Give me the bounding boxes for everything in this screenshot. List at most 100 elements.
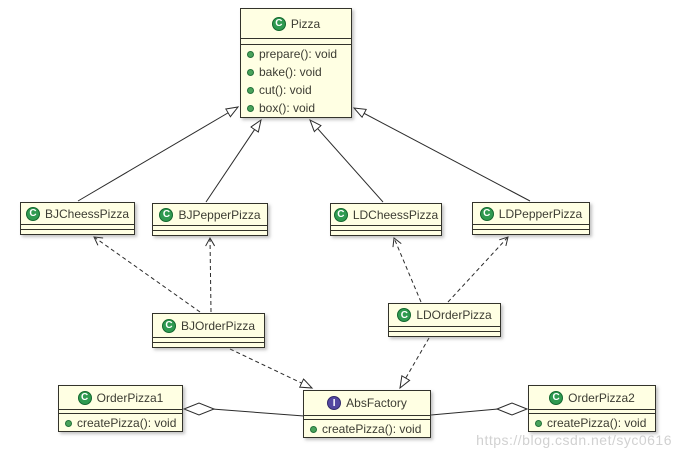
- method-item: box(): void: [241, 99, 351, 117]
- class-name: OrderPizza1: [96, 390, 164, 405]
- class-icon: C: [549, 390, 564, 405]
- class-box-ldorderpizza: C LDOrderPizza: [388, 303, 501, 337]
- compartment-divider: [241, 38, 351, 39]
- dependency-ldorderpizza-ldcheesspizza: [392, 237, 422, 303]
- attributes-compartment-empty: [153, 338, 264, 342]
- methods-compartment-empty: [21, 230, 134, 234]
- class-box-orderpizza2: C OrderPizza2 createPizza(): void: [528, 385, 656, 432]
- method-item: createPizza(): void: [59, 414, 182, 432]
- compartment-divider: [389, 331, 500, 332]
- attributes-compartment-empty: [473, 225, 589, 229]
- class-icon: C: [159, 207, 174, 222]
- class-title-ldorderpizza: C LDOrderPizza: [389, 304, 500, 326]
- attributes-compartment-empty: [241, 39, 351, 44]
- class-name: LDCheessPizza: [352, 207, 439, 222]
- dependency-ldorderpizza-ldpepperpizza: [447, 236, 509, 303]
- realization-ldorderpizza-absfactory: [400, 337, 430, 388]
- methods-compartment-empty: [331, 231, 441, 235]
- attributes-compartment-empty: [59, 410, 182, 413]
- compartment-divider: [529, 413, 655, 414]
- dependency-bjorderpizza-bjcheesspizza: [93, 236, 201, 313]
- attributes-compartment-empty: [153, 226, 267, 230]
- class-icon: C: [479, 206, 494, 221]
- method-item: createPizza(): void: [304, 420, 430, 438]
- class-icon: C: [333, 207, 348, 222]
- method-item: createPizza(): void: [529, 414, 655, 432]
- interface-icon: I: [327, 396, 342, 410]
- public-method-icon: [247, 104, 254, 112]
- class-title-ldpepperpizza: C LDPepperPizza: [473, 203, 589, 224]
- class-icon: C: [271, 16, 286, 31]
- class-box-pizza: C Pizza prepare(): void bake(): void cut…: [240, 8, 352, 118]
- compartment-divider: [21, 229, 134, 230]
- class-box-orderpizza1: C OrderPizza1 createPizza(): void: [58, 385, 183, 432]
- method-label: createPizza(): void: [322, 422, 422, 436]
- compartment-divider: [304, 415, 430, 416]
- method-label: createPizza(): void: [547, 416, 647, 430]
- methods-compartment-empty: [153, 343, 264, 347]
- class-title-ldcheesspizza: C LDCheessPizza: [331, 204, 441, 225]
- attributes-compartment-empty: [529, 410, 655, 413]
- compartment-divider: [59, 413, 182, 414]
- aggregation-diamond-orderpizza2: [495, 402, 529, 416]
- class-name: LDPepperPizza: [498, 206, 583, 221]
- interface-box-absfactory: I AbsFactory createPizza(): void: [303, 390, 431, 438]
- generalization-bjpepperpizza-pizza: [205, 120, 261, 203]
- method-label: prepare(): void: [259, 47, 338, 61]
- compartment-divider: [529, 409, 655, 410]
- aggregation-diamond-orderpizza1: [182, 402, 216, 416]
- csdn-watermark: https://blog.csdn.net/syc0616: [476, 432, 672, 448]
- class-name: BJCheessPizza: [44, 206, 130, 221]
- class-title-orderpizza1: C OrderPizza1: [59, 386, 182, 409]
- methods-compartment-empty: [153, 231, 267, 235]
- generalization-ldcheesspizza-pizza: [310, 120, 384, 203]
- aggregation-orderpizza1-absfactory: [211, 408, 305, 417]
- class-name: BJPepperPizza: [178, 207, 261, 222]
- realization-bjorderpizza-absfactory: [229, 348, 312, 388]
- public-method-icon: [247, 50, 254, 58]
- class-box-ldpepperpizza: C LDPepperPizza: [472, 202, 590, 235]
- public-method-icon: [247, 68, 254, 76]
- attributes-compartment-empty: [304, 416, 430, 419]
- attributes-compartment-empty: [331, 226, 441, 230]
- class-box-bjcheesspizza: C BJCheessPizza: [20, 202, 135, 235]
- compartment-divider: [59, 409, 182, 410]
- class-title-orderpizza2: C OrderPizza2: [529, 386, 655, 409]
- class-title-pizza: C Pizza: [241, 9, 351, 38]
- aggregation-orderpizza2-absfactory: [430, 408, 499, 416]
- class-title-bjorderpizza: C BJOrderPizza: [153, 314, 264, 337]
- class-name: LDOrderPizza: [416, 308, 492, 322]
- methods-compartment-empty: [389, 332, 500, 336]
- class-title-bjcheesspizza: C BJCheessPizza: [21, 203, 134, 224]
- compartment-divider: [153, 230, 267, 231]
- class-icon: C: [25, 206, 40, 221]
- methods-compartment-empty: [473, 230, 589, 234]
- method-item: cut(): void: [241, 81, 351, 99]
- class-name: Pizza: [290, 16, 321, 31]
- compartment-divider: [153, 337, 264, 338]
- class-icon: C: [397, 308, 412, 322]
- attributes-compartment-empty: [389, 327, 500, 331]
- compartment-divider: [331, 230, 441, 231]
- class-icon: C: [161, 318, 176, 333]
- method-item: bake(): void: [241, 63, 351, 81]
- generalization-ldpepperpizza-pizza: [354, 108, 531, 202]
- compartment-divider: [21, 224, 134, 225]
- attributes-compartment-empty: [21, 225, 134, 229]
- compartment-divider: [241, 44, 351, 45]
- compartment-divider: [473, 224, 589, 225]
- method-label: cut(): void: [259, 83, 312, 97]
- public-method-icon: [65, 419, 72, 427]
- generalization-bjcheesspizza-pizza: [77, 107, 238, 202]
- public-method-icon: [247, 86, 254, 94]
- compartment-divider: [389, 326, 500, 327]
- compartment-divider: [304, 419, 430, 420]
- compartment-divider: [153, 342, 264, 343]
- method-label: bake(): void: [259, 65, 322, 79]
- method-label: box(): void: [259, 101, 316, 115]
- class-box-ldcheesspizza: C LDCheessPizza: [330, 203, 442, 236]
- compartment-divider: [331, 225, 441, 226]
- dependency-bjorderpizza-bjpepperpizza: [205, 236, 216, 313]
